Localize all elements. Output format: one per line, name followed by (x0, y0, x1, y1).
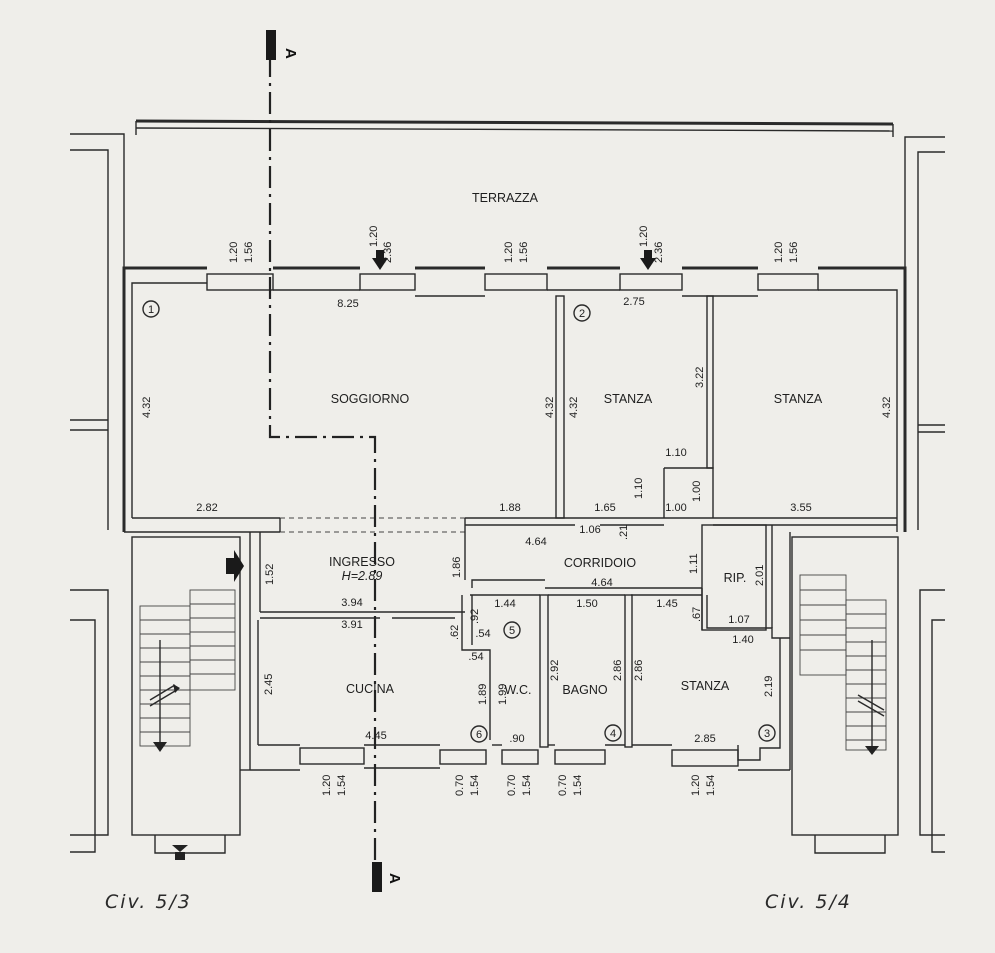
room-label-cucina: CUCINA (346, 682, 395, 696)
window-3-height: 1.56 (518, 242, 530, 263)
dim-soggiorno-bottom-right: 1.88 (499, 502, 520, 514)
window-4-width: 1.20 (638, 226, 650, 247)
dim-rip-width: 1.07 (728, 614, 749, 626)
window-2-width: 1.20 (368, 226, 380, 247)
dim-ingresso-width-2: 3.91 (341, 619, 362, 631)
dim-notch-height: 1.10 (633, 478, 645, 499)
dim-soggiorno-right: 4.32 (544, 397, 556, 418)
dim-wc-1-99: 1.99 (497, 684, 509, 705)
room-number-markers: 1 2 3 4 5 6 (142, 300, 776, 743)
dim-wc-54b: .54 (468, 651, 483, 663)
dim-wc-92: .92 (469, 609, 481, 624)
dim-stanza2-height: 4.32 (881, 397, 893, 418)
room-label-stanza-3: STANZA (681, 679, 730, 693)
section-axis: A A (266, 30, 403, 892)
dim-stanza1-width: 2.75 (623, 296, 644, 308)
room-number-4: 4 (610, 728, 616, 740)
dim-rip-height: 2.01 (754, 565, 766, 586)
window-5-height: 1.56 (788, 242, 800, 263)
bottom-window-2-width: 0.70 (454, 775, 466, 796)
dim-cucina-1-89: 1.89 (477, 684, 489, 705)
civ-label-left: Civ. 5/3 (105, 891, 192, 913)
dim-bagno-1-50: 1.50 (576, 598, 597, 610)
staircase-left (139, 589, 236, 860)
dim-wc-62: .62 (449, 625, 461, 640)
dim-stanza1-left: 4.32 (568, 397, 580, 418)
civ-label-right: Civ. 5/4 (765, 891, 852, 913)
room-label-rip: RIP. (724, 571, 747, 585)
dim-notch-right: 1.00 (691, 481, 703, 502)
staircase-right (799, 574, 887, 755)
outer-walls (70, 119, 945, 854)
bottom-window-4-height: 1.54 (572, 775, 584, 796)
bottom-window-4-width: 0.70 (557, 775, 569, 796)
dim-bagno-2-86: 2.86 (612, 660, 624, 681)
window-1-width: 1.20 (228, 242, 240, 263)
bottom-window-1-height: 1.54 (336, 775, 348, 796)
room-label-stanza-2: STANZA (774, 392, 823, 406)
room-number-6: 6 (476, 729, 482, 741)
dim-wc-1-44: 1.44 (494, 598, 515, 610)
dim-wc-90: .90 (509, 733, 524, 745)
bottom-window-2-height: 1.54 (469, 775, 481, 796)
room-label-wc: W.C. (504, 683, 531, 697)
window-2-height: 2.36 (382, 242, 394, 263)
window-4-height: 2.36 (653, 242, 665, 263)
ingresso-height: H=2.89 (342, 569, 383, 583)
dim-cucina-width: 4.45 (365, 730, 386, 742)
room-label-stanza-1: STANZA (604, 392, 653, 406)
room-label-terrazza: TERRAZZA (472, 191, 539, 205)
bottom-window-3-height: 1.54 (521, 775, 533, 796)
dim-wc-54a: .54 (475, 628, 490, 640)
dim-bagno-2-92: 2.92 (549, 660, 561, 681)
dim-corridoio-1-11: 1.11 (688, 553, 700, 574)
room-label-bagno: BAGNO (562, 683, 607, 697)
window-3-width: 1.20 (503, 242, 515, 263)
dim-cucina-height: 2.45 (263, 674, 275, 695)
dim-ingresso-height: 1.52 (264, 564, 276, 585)
dim-soggiorno-left: 4.32 (141, 397, 153, 418)
bottom-window-5-height: 1.54 (705, 775, 717, 796)
window-1-height: 1.56 (243, 242, 255, 263)
dim-stanza3-2-85: 2.85 (694, 733, 715, 745)
room-label-soggiorno: SOGGIORNO (331, 392, 410, 406)
entrance-arrows (226, 250, 656, 582)
section-marker-top: A (282, 48, 299, 59)
room-dimensions: 8.25 4.32 4.32 2.82 1.88 2.75 4.32 3.22 … (141, 296, 893, 745)
dim-corridoio-mid: 4.64 (591, 577, 612, 589)
dim-soggiorno-width: 8.25 (337, 298, 358, 310)
section-marker-bottom: A (386, 873, 403, 884)
dim-stanza3-1-40: 1.40 (732, 634, 753, 646)
dim-ingresso-width-1: 3.94 (341, 597, 362, 609)
apartment-walls (122, 266, 907, 771)
window-dimensions: 1.20 1.56 1.20 2.36 1.20 1.56 1.20 2.36 … (228, 226, 800, 796)
room-number-5: 5 (509, 625, 515, 637)
dim-corridoio-21: .21 (618, 525, 630, 540)
room-label-corridoio: CORRIDOIO (564, 556, 637, 570)
dim-stanza1-bottom: 1.65 (594, 502, 615, 514)
dim-stanza3-1-45: 1.45 (656, 598, 677, 610)
bottom-window-1-width: 1.20 (321, 775, 333, 796)
room-number-1: 1 (148, 304, 154, 316)
window-5-width: 1.20 (773, 242, 785, 263)
dim-notch-bottom: 1.00 (665, 502, 686, 514)
room-label-ingresso: INGRESSO (329, 555, 395, 569)
bottom-window-5-width: 1.20 (690, 775, 702, 796)
dim-soggiorno-bottom-left: 2.82 (196, 502, 217, 514)
bottom-window-3-width: 0.70 (506, 775, 518, 796)
dim-corridoio-1-06: 1.06 (579, 524, 600, 536)
dim-corridoio-top: 4.64 (525, 536, 546, 548)
dim-stanza3-2-19: 2.19 (763, 676, 775, 697)
room-number-2: 2 (579, 308, 585, 320)
room-number-3: 3 (764, 728, 770, 740)
dim-stanza1-right: 3.22 (694, 367, 706, 388)
dim-corridoio-left: 1.86 (451, 557, 463, 578)
dim-notch-width: 1.10 (665, 447, 686, 459)
dim-stanza2-bottom: 3.55 (790, 502, 811, 514)
dim-stanza3-2-86: 2.86 (633, 660, 645, 681)
dim-stanza3-67: .67 (691, 607, 703, 622)
